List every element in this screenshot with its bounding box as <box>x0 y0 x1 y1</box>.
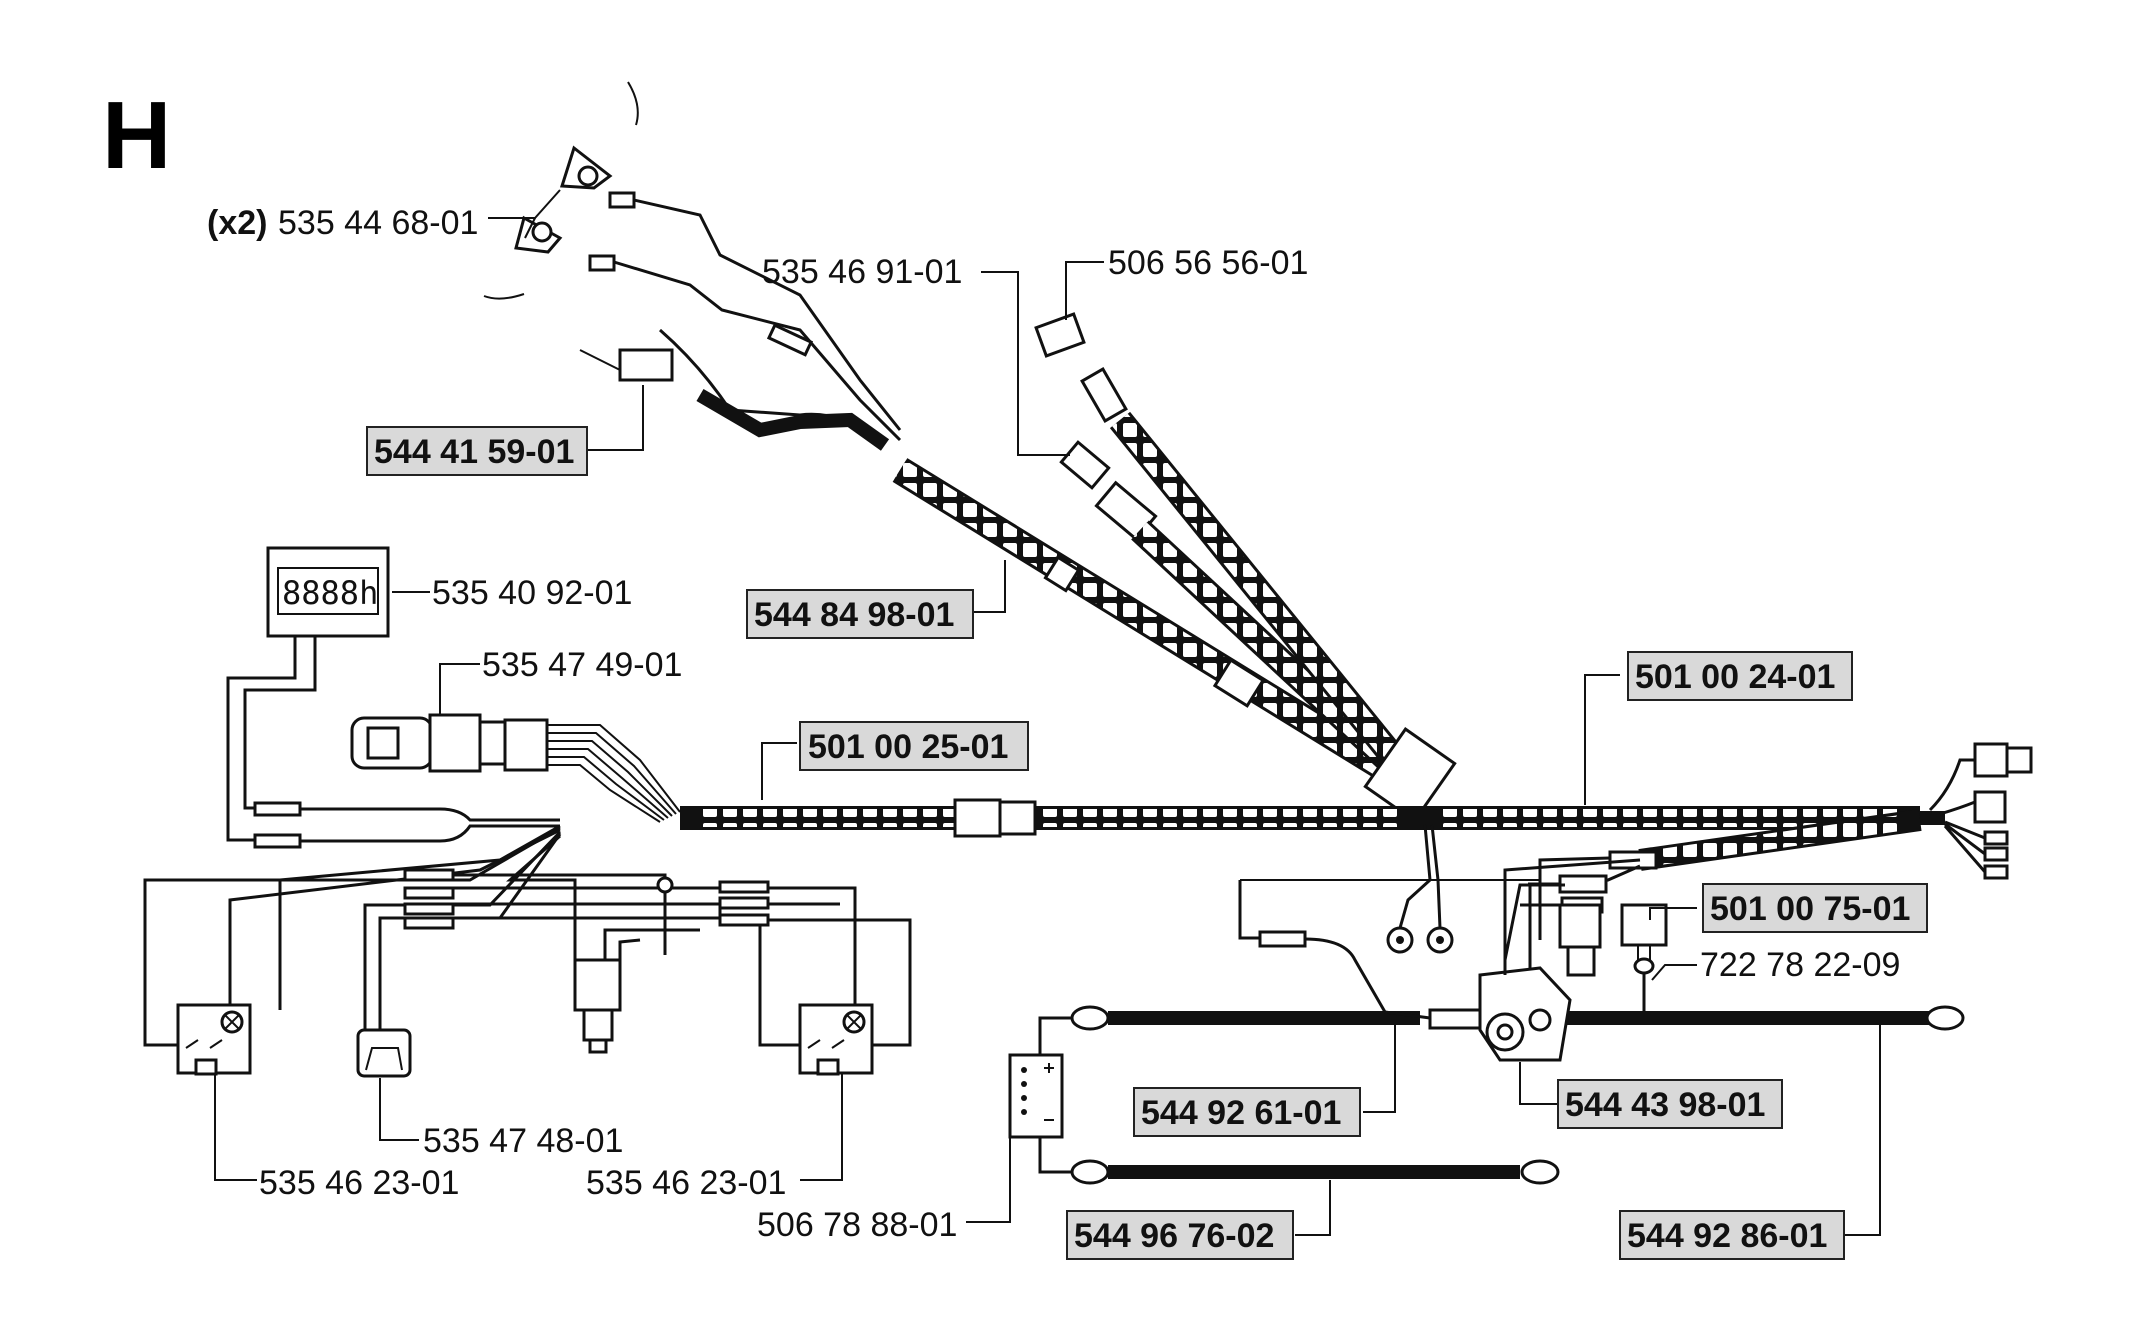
part-label-501-00-24-01: 501 00 24-01 <box>1635 658 1835 696</box>
ground-terminals <box>1386 824 1454 954</box>
right-end-connectors <box>1928 742 2033 880</box>
relay-icon <box>1558 903 1602 949</box>
seat-switch-icon <box>356 1028 412 1078</box>
headlight-qty-label: (x2) <box>207 204 267 242</box>
part-label-544-41-59-01: 544 41 59-01 <box>374 433 574 471</box>
connector-icon <box>1973 790 2007 824</box>
dash-switches <box>143 824 912 1078</box>
sensor-icon <box>1034 312 1086 358</box>
part-label-501-00-75-01: 501 00 75-01 <box>1710 890 1910 928</box>
connector-icon <box>618 348 674 382</box>
battery-cables <box>1008 1005 1965 1185</box>
part-label-544-84-98-01: 544 84 98-01 <box>754 596 954 634</box>
ignition-switch <box>350 713 681 823</box>
part-label-535-46-23-01-left: 535 46 23-01 <box>259 1164 459 1202</box>
part-label-506-56-56-01: 506 56 56-01 <box>1108 244 1308 282</box>
part-label-544-43-98-01: 544 43 98-01 <box>1565 1086 1765 1124</box>
connector-icon <box>953 798 1002 838</box>
part-label-544-92-61-01: 544 92 61-01 <box>1141 1094 1341 1132</box>
part-label-535-46-91-01: 535 46 91-01 <box>762 253 962 291</box>
upper-harness <box>892 458 1428 802</box>
leader-lines <box>214 189 1881 1236</box>
part-label-535-46-23-01-right: 535 46 23-01 <box>586 1164 786 1202</box>
starter-solenoid <box>1238 858 1641 1062</box>
relay-icon <box>573 958 622 1012</box>
connector-icon <box>1212 658 1266 708</box>
part-label-544-96-76-02: 544 96 76-02 <box>1074 1217 1274 1255</box>
relay-and-fuse <box>1558 903 1668 1020</box>
part-label-535-47-49-01: 535 47 49-01 <box>482 646 682 684</box>
part-label-535-47-48-01: 535 47 48-01 <box>423 1122 623 1160</box>
section-letter: H <box>102 82 171 189</box>
part-label-535-44-68-01: 535 44 68-01 <box>278 204 478 242</box>
part-label-535-40-92-01: 535 40 92-01 <box>432 574 632 612</box>
part-label-506-78-88-01: 506 78 88-01 <box>757 1206 957 1244</box>
connector-icon <box>1059 440 1111 490</box>
battery-icon <box>1008 1053 1064 1139</box>
part-label-501-00-25-01: 501 00 25-01 <box>808 728 1008 766</box>
connector-icon <box>503 718 549 772</box>
hour-meter-display: 8888h <box>282 574 378 612</box>
relay-icon <box>1620 903 1668 947</box>
headlight-branch <box>483 81 902 451</box>
main-harness <box>680 798 1945 838</box>
part-label-544-92-86-01: 544 92 86-01 <box>1627 1217 1827 1255</box>
part-label-722-78-22-09: 722 78 22-09 <box>1700 946 1900 984</box>
hour-meter: 8888h <box>226 546 560 849</box>
branch-506-56-56 <box>1034 312 1431 799</box>
connector-icon <box>1973 742 2009 778</box>
